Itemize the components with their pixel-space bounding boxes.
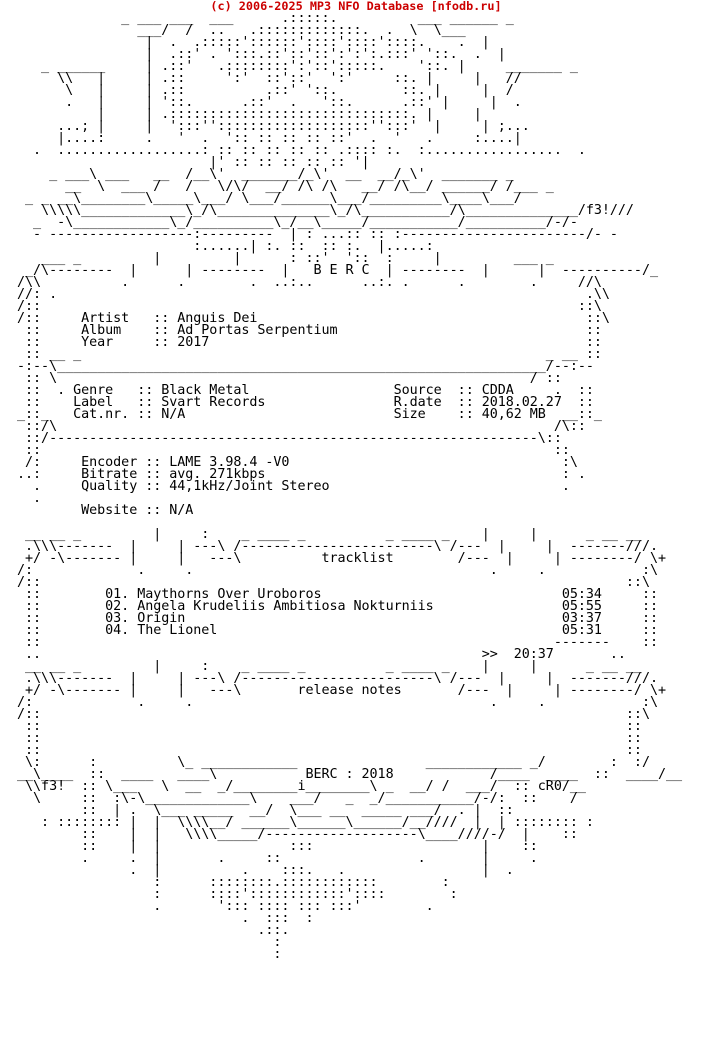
nfo-line: :: :: [1, 719, 642, 734]
nfo-line: /:: ::\ [1, 707, 650, 722]
nfo-line: | . .:::::'::::::'::::'::::'::::. . | [1, 35, 490, 50]
nfo-line: ::/-------------------------------------… [1, 431, 562, 446]
nfo-line: .\\\------- | | ---\ /------------------… [1, 539, 658, 554]
nfo-line: :: | | \\\\_____/-------------------\___… [1, 827, 578, 842]
nfo-line: :: Year :: 2017 :: [1, 335, 602, 350]
nfo-line: : ::::'::::::::::::':::: : [1, 887, 458, 902]
nfo-line: - ------------------:--------- | : ...::… [1, 227, 618, 242]
nfo-line: :: :: [1, 731, 642, 746]
nfo-line: :: 02. Angela Krudeliis Ambitiosa Noktur… [1, 599, 658, 614]
nfo-line: \: : \_ ____________ ____________ _/ : :… [1, 755, 650, 770]
nfo-line: :: Label :: Svart Records R.date :: 2018… [1, 395, 594, 410]
nfo-line: :......| :. :: :: :. |.....: [1, 239, 434, 254]
nfo-line: _/\-------- | | -------- | B E R C | ---… [1, 263, 658, 278]
nfo-line: . | | '::. .::' . '::. .::' | | . [1, 95, 522, 110]
nfo-line: +/ -\------- | | ---\ release notes /---… [1, 683, 666, 698]
nfo-line: __\____ :: ____ ____\ BERC : 2018 /____ … [1, 767, 683, 782]
nfo-line: . '::: :::: ::: :::' . [1, 899, 434, 914]
nfo-line: .::. [1, 923, 290, 938]
nfo-line: ...; | | ':::'':::::::::::::::::::'':::'… [1, 119, 530, 134]
nfo-line: __ __ _ | : _ ____ _ _ ____ _ | | _ __ _… [1, 659, 642, 674]
nfo-line: /:: ::\ [1, 575, 650, 590]
nfo-line: Website :: N/A [1, 503, 194, 518]
nfo-line: /: . . . . :\ [1, 563, 658, 578]
nfo-line: /:: Artist :: Anguis Dei ::\ [1, 311, 610, 326]
nfo-line: :: 01. Maythorns Over Uroboros 05:34 :: [1, 587, 658, 602]
nfo-line: _ _ __\________\_____\___/ \___/______\_… [1, 191, 522, 206]
nfo-line: :: ------- :: [1, 635, 658, 650]
nfo-line: :: \ / :: [1, 371, 562, 386]
nfo-line: _ ___ ___ ___ .:::::. ___ ______ _ [1, 11, 514, 26]
nfo-line: . . | . :: . | . [1, 851, 538, 866]
nfo-line: /: Encoder :: LAME 3.98.4 -V0 :\ [1, 455, 578, 470]
nfo-art: _ ___ ___ ___ .:::::. ___ ______ _ ___/ … [1, 11, 683, 962]
nfo-line: ___ _ | | : ::' ':: : | ___ _ [1, 251, 554, 266]
nfo-line: __ \ ___ / / \/\/ __/ /\ /\ __/ /\__/ __… [1, 179, 554, 194]
nfo-line: :: __ _ _ __ :: [1, 347, 602, 362]
nfo-line: | .::' . ':::.::'::'::':':':.:::' '::. .… [1, 47, 506, 62]
nfo-line: . ::: : [1, 911, 314, 926]
site-header: (c) 2006-2025 MP3 NFO Database [nfodb.ru… [210, 0, 502, 13]
nfo-line: +/ -\------- | | ---\ tracklist /--- | |… [1, 551, 666, 566]
nfo-line: :: :: [1, 743, 642, 758]
nfo-line: :: | | ::: | :: [1, 839, 538, 854]
nfo-line: : [1, 947, 282, 962]
nfo-line: |....: . ' . ':: :: :: :: ::' . ' . :...… [1, 131, 522, 146]
nfo-line: : :::::::: | | \\\\__/ ______\______\___… [1, 815, 594, 830]
nfo-line: __ __ _ | : _ ____ _ _ ____ _ | | _ __ _… [1, 527, 642, 542]
nfo-line: :: 04. The Lionel 05:31 :: [1, 623, 658, 638]
nfo-line: :: 03. Origin 03:37 :: [1, 611, 658, 626]
nfo-line: :: . Genre :: Black Metal Source :: CDDA… [1, 383, 594, 398]
nfo-line: _ -\____________\_/__________\_/__\_____… [1, 215, 578, 230]
nfo-line: /\\ . . . ..:.. ..:. . . . //\ [1, 275, 602, 290]
nfo-line: | | .::::::::::::::::::::::::::::::. | | [1, 107, 482, 122]
nfo-line: _ ______ | .::' .::::::::':'::':::::. ':… [1, 59, 578, 74]
nfo-line: : [1, 935, 282, 950]
nfo-line: |' :: :: :: :: :: '| [1, 155, 370, 170]
nfo-line: ___/ / .. .:::::::::::::. . \ \___ [1, 23, 466, 38]
nfo-line: :: Album :: Ad Portas Serpentium :: [1, 323, 602, 338]
nfo-line: .\\\------- | | ---\ /------------------… [1, 671, 658, 686]
nfo-line: \ | | .:: .::' '::. ::. | | / [1, 83, 514, 98]
nfo-line: .. >> 20:37 .. [1, 647, 626, 662]
nfo-line: . [1, 491, 42, 506]
nfo-line: : ::::::::.:::::::::::: : [1, 875, 450, 890]
nfo-line: //: . .\\ [1, 287, 610, 302]
nfo-line: . Quality :: 44,1kHz/Joint Stereo . [1, 479, 570, 494]
nfo-line: . ..................: :: :: :: :: :: .::… [1, 143, 586, 158]
nfo-line: . | . :::. . | . [1, 863, 514, 878]
nfo-line: :: | . \___ _____ __/ \___ __ _____ ___/… [1, 803, 514, 818]
nfo-line: \ :: :\-\_____________\ ___/ _ _/_______… [1, 791, 578, 806]
nfo-line: ..: Bitrate :: avg. 271kbps : . [1, 467, 586, 482]
nfo-line: \\ | | .:: ':' ::'::' ':' ::. | | // [1, 71, 522, 86]
nfo-line: _ ___\ ___ __ /__\' _______/_\' __ __/_\… [1, 167, 514, 182]
nfo-line: -:--\___________________________________… [1, 359, 594, 374]
nfo-line: /:: ::\ [1, 299, 602, 314]
nfo-line: _::_ Cat.nr. :: N/A Size :: 40,62 MB __:… [1, 407, 602, 422]
nfo-line: /: . . . . :\ [1, 695, 658, 710]
nfo-line: ::/\ /\:: [1, 419, 586, 434]
nfo-line: \\\\\_____________\_/\______________\_/\… [1, 203, 634, 218]
nfo-line: \\f3! :: \___ \ __ _/________i________\ … [1, 779, 586, 794]
nfo-line: :: :: [1, 443, 570, 458]
